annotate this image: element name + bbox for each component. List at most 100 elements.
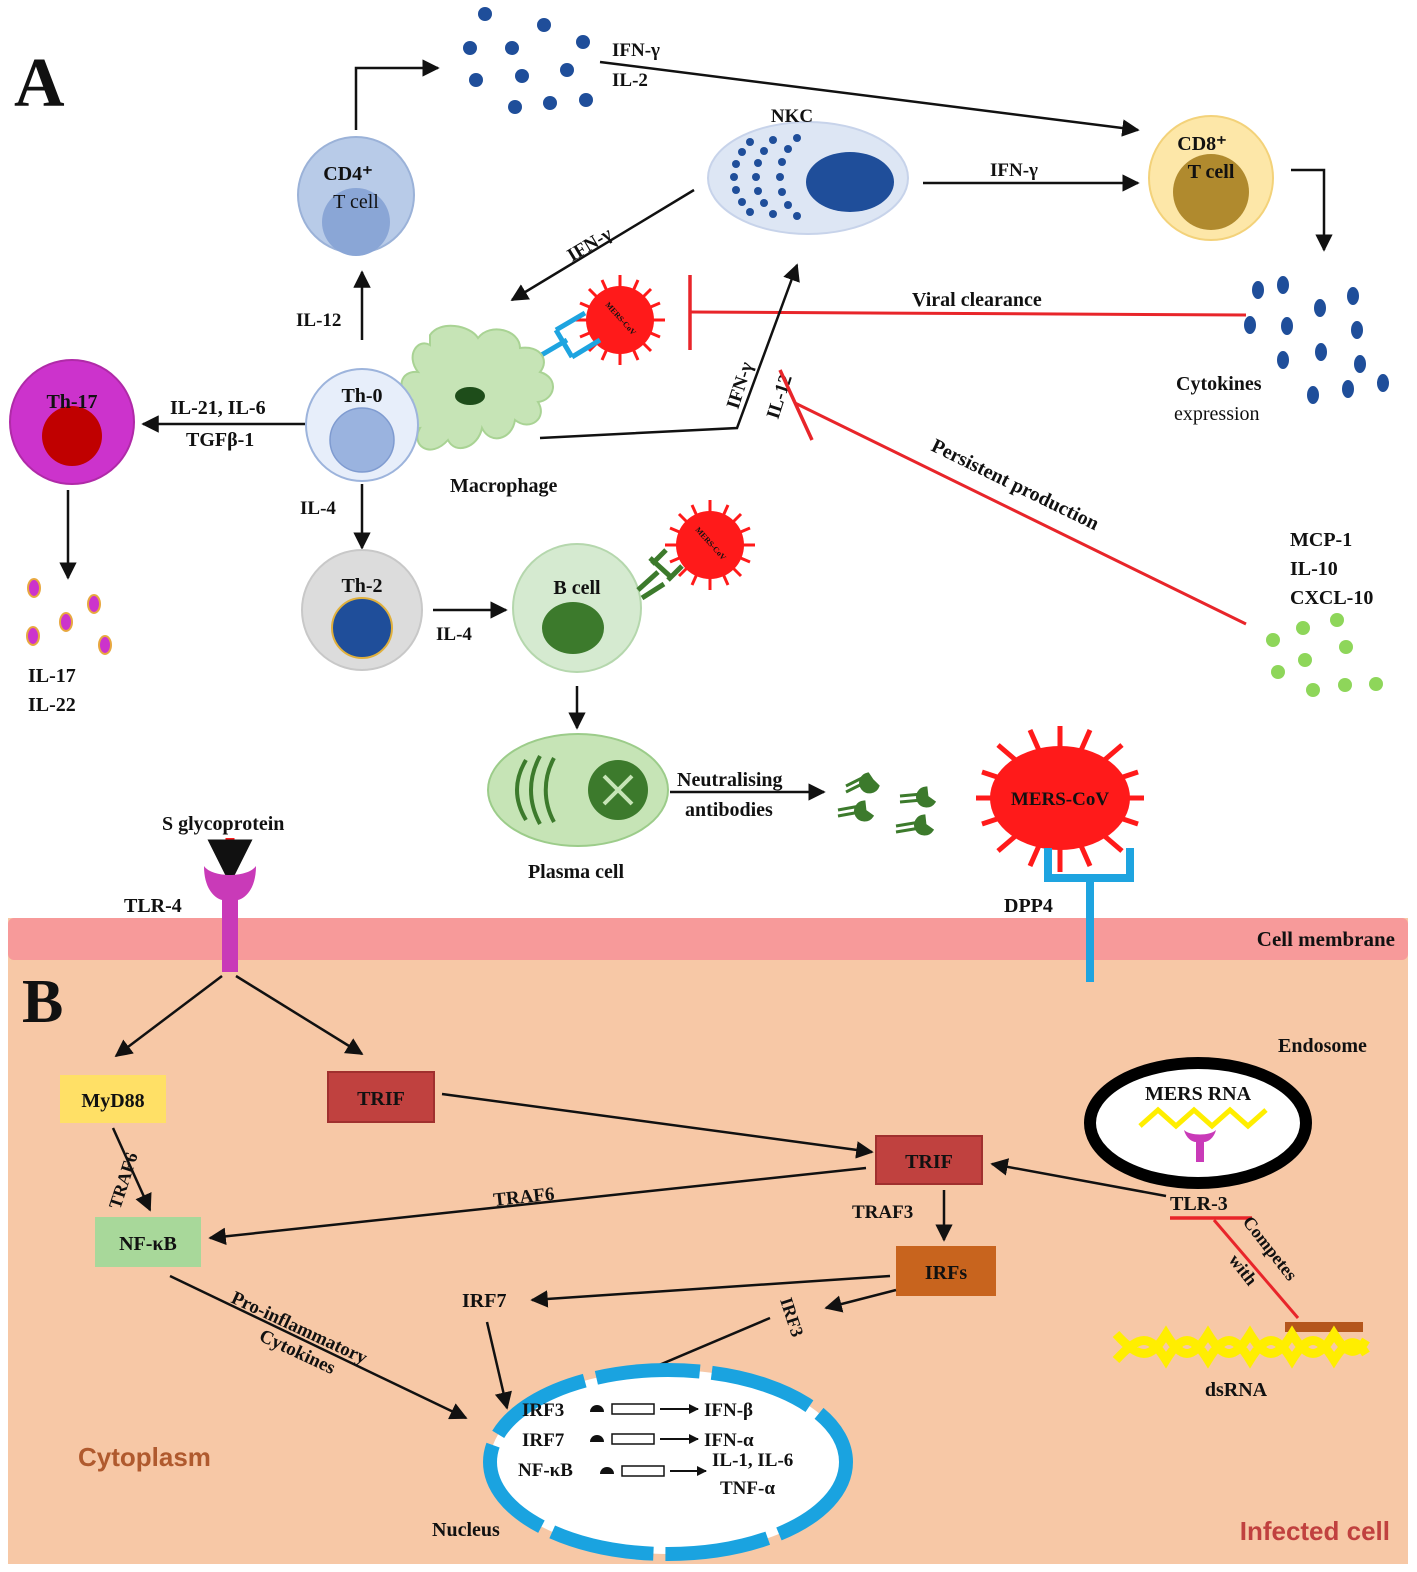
irfs-to-irf3-arrow (824, 1288, 897, 1313)
th17-label: Th-17 (46, 391, 97, 413)
cytokines-expression-label-1: Cytokines (1176, 373, 1262, 395)
il10-label: IL-10 (1290, 558, 1338, 580)
ifn-gamma-label: IFN-γ (612, 40, 660, 61)
competes-line (1212, 1219, 1300, 1319)
dsrna-cap (1285, 1322, 1363, 1332)
irfs-box (896, 1246, 996, 1296)
il21-il6-label: IL-21, IL-6 (170, 397, 266, 419)
mers-cov-small-2: MERS-CoV (665, 500, 755, 590)
dsrna-label: dsRNA (1205, 1379, 1268, 1401)
bcell-label: B cell (553, 577, 601, 599)
th17-cell: Th-17 (9, 359, 135, 485)
cytoplasm-label: Cytoplasm (78, 1442, 211, 1472)
trif-to-nfkb-arrow (208, 1166, 867, 1246)
nfkb-label: NF-κB (119, 1233, 177, 1255)
nuc-irf3-label: IRF3 (522, 1400, 564, 1421)
nucleus-label: Nucleus (432, 1519, 500, 1541)
cd4-label-2: T cell (333, 191, 379, 213)
nfkb-to-nucleus-arrow (169, 1274, 468, 1420)
nucleus (483, 1363, 853, 1561)
cxcl10-label: CXCL-10 (1290, 587, 1373, 609)
cell-membrane-label: Cell membrane (1257, 927, 1395, 951)
viral-clearance-line (689, 310, 1247, 317)
antibodies (837, 772, 937, 836)
tlr4-receptor (204, 866, 256, 972)
irf7-label: IRF7 (462, 1290, 506, 1312)
plasma-cell: Plasma cell (487, 733, 669, 883)
ifn-il2-dots (463, 7, 593, 114)
dpp4-label: DPP4 (1004, 895, 1053, 917)
cytokines-expression-label-2: expression (1174, 403, 1260, 425)
myd88-label: MyD88 (81, 1090, 144, 1112)
dsrna-strand (1112, 1325, 1370, 1369)
mers-rna-label: MERS RNA (1145, 1083, 1252, 1105)
gene-row-irf3: IRF3 IFN-β (522, 1400, 753, 1421)
il1-il6-label: IL-1, IL-6 (712, 1450, 793, 1471)
endosome-label: Endosome (1278, 1035, 1367, 1057)
chemokine-dots (1266, 613, 1383, 697)
b-cell: B cell (512, 543, 642, 673)
myd88-to-nfkb-arrow (111, 1127, 152, 1212)
irfs-label: IRFs (925, 1262, 967, 1284)
tlr4-to-myd88-arrow (114, 975, 223, 1058)
irfs-to-irf7-arrow (530, 1274, 891, 1308)
nuc-irf7-label: IRF7 (522, 1430, 565, 1451)
macrophage-label: Macrophage (450, 475, 558, 497)
plasma-label: Plasma cell (528, 861, 625, 883)
mers-cov-large-label: MERS-CoV (1011, 789, 1109, 810)
macrophage-to-nkc-arrow (539, 263, 800, 440)
ifn-beta-label: IFN-β (704, 1400, 753, 1421)
bcell-receptor (636, 548, 684, 601)
dpp4-receptor (1044, 848, 1134, 982)
tlr3-to-trif-arrow (990, 1158, 1167, 1198)
cd4-to-ifn-arrow (354, 59, 440, 130)
il2-label: IL-2 (612, 70, 648, 91)
mers-cov-small-1: MERS-CoV (575, 275, 665, 365)
panel-a-label: A (14, 45, 65, 122)
mers-cov-large: MERS-CoV (976, 726, 1144, 872)
il12-th0-label: IL-12 (296, 310, 341, 331)
nkc-to-macrophage-arrow (510, 188, 695, 302)
tlr4-label: TLR-4 (124, 895, 182, 917)
trif-right-box (875, 1135, 983, 1185)
gene-row-irf7: IRF7 IFN-α (522, 1430, 754, 1451)
tnf-alpha-label: TNF-α (720, 1478, 775, 1499)
mers-rna-strand (1138, 1106, 1268, 1130)
il17-il22-dots (26, 578, 112, 655)
cd8-to-cytokines-arrow (1291, 168, 1333, 252)
s-glycoprotein-label: S glycoprotein (162, 813, 284, 835)
th2-cell: Th-2 (301, 549, 423, 671)
ifn-to-cd8-arrow (599, 60, 1140, 137)
nkc-ifn-gamma-label: IFN-γ (990, 160, 1038, 181)
nfkb-box (95, 1217, 201, 1267)
il22-label: IL-22 (28, 694, 76, 716)
myd88-box (60, 1075, 166, 1123)
macrophage: Macrophage (400, 324, 558, 497)
irf7-to-nucleus-arrow (485, 1321, 512, 1410)
cd8-t-cell: CD8⁺ T cell (1148, 115, 1274, 241)
tlr3-receptor-icon (1184, 1130, 1216, 1162)
persistent-production-label: Persistent production (928, 435, 1103, 535)
cytokines-expression-dots (1244, 276, 1389, 404)
trif-left-to-right-arrow (441, 1092, 874, 1159)
panel-b-label: B (22, 968, 63, 1036)
nkc-label: NKC (771, 106, 813, 127)
trif-right-label: TRIF (905, 1151, 953, 1173)
tgfb1-label: TGFβ-1 (186, 429, 254, 451)
persistent-production-line (794, 401, 1247, 626)
trif-left-box (327, 1071, 435, 1123)
nkc-mac-ifn-label: IFN-γ (564, 224, 616, 267)
neutralising-label-2: antibodies (685, 799, 773, 821)
il4-down-label: IL-4 (300, 498, 336, 519)
trif-left-label: TRIF (357, 1088, 405, 1110)
il17-label: IL-17 (28, 665, 76, 687)
cd4-label-1: CD4⁺ (323, 163, 372, 185)
mcp1-label: MCP-1 (1290, 529, 1352, 551)
viral-clearance-label: Viral clearance (912, 289, 1042, 311)
infected-cell-label: Infected cell (1240, 1516, 1390, 1546)
tlr4-to-trif-arrow (235, 974, 364, 1056)
tlr3-label: TLR-3 (1170, 1193, 1228, 1215)
cd4-t-cell: CD4⁺ T cell (297, 136, 415, 256)
